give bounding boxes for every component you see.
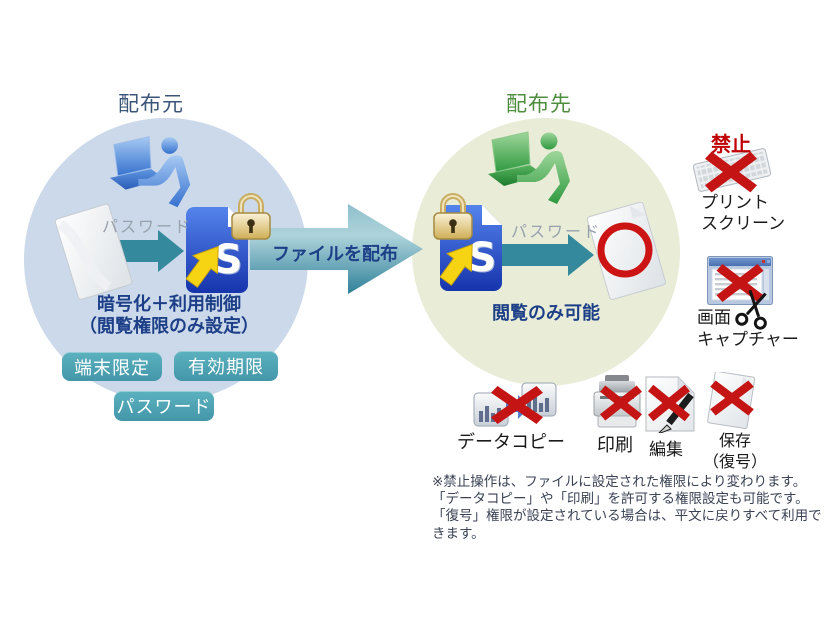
red-x-icon xyxy=(716,264,764,302)
arrow-right-icon xyxy=(500,234,594,276)
svg-text:S: S xyxy=(469,236,498,282)
red-x-icon xyxy=(710,380,754,416)
document-icon xyxy=(54,203,133,300)
print-label: 印刷 xyxy=(597,435,633,456)
svg-text:S: S xyxy=(214,237,243,283)
data-copy-label: データコピー xyxy=(457,432,565,453)
footnote: ※禁止操作は、ファイルに設定された権限により変わります。 「データコピー」や「印… xyxy=(432,474,822,542)
badge-password: パスワード xyxy=(114,391,214,421)
padlock-icon xyxy=(433,193,473,240)
encryption-control-label: 暗号化＋利用制御 （閲覧権限のみ設定） xyxy=(79,294,259,337)
svg-text:S: S xyxy=(468,235,497,281)
badge-expiry: 有効期限 xyxy=(174,351,278,381)
red-x-icon xyxy=(648,384,690,422)
transfer-arrow-label: ファイルを配布 xyxy=(272,244,398,265)
print-screen-label: プリント スクリーン xyxy=(701,193,786,234)
source-zone-title: 配布元 xyxy=(118,92,184,116)
padlock-icon xyxy=(231,193,271,240)
svg-text:S: S xyxy=(215,238,244,284)
document-circle-icon xyxy=(586,202,666,300)
screen-capture-label: 画面 キャプチャー xyxy=(697,308,799,350)
password-label-destination: パスワード xyxy=(511,222,602,241)
edit-label: 編集 xyxy=(649,440,683,460)
save-decrypt-label: 保存 （復号） xyxy=(702,431,767,471)
badge-device-limit: 端末限定 xyxy=(62,352,162,381)
view-only-label: 閲覧のみ可能 xyxy=(492,303,600,324)
user-laptop-icon xyxy=(109,136,191,208)
destination-zone-title: 配布先 xyxy=(506,92,572,116)
password-label-source: パスワード xyxy=(102,217,193,236)
red-x-icon xyxy=(704,151,758,193)
scissors-icon xyxy=(735,290,767,330)
transfer-arrow-icon xyxy=(250,204,423,294)
red-x-icon xyxy=(490,386,544,424)
user-laptop-icon xyxy=(488,131,570,204)
red-x-icon xyxy=(600,385,642,421)
prohibited-banner: 禁止 xyxy=(711,132,751,156)
